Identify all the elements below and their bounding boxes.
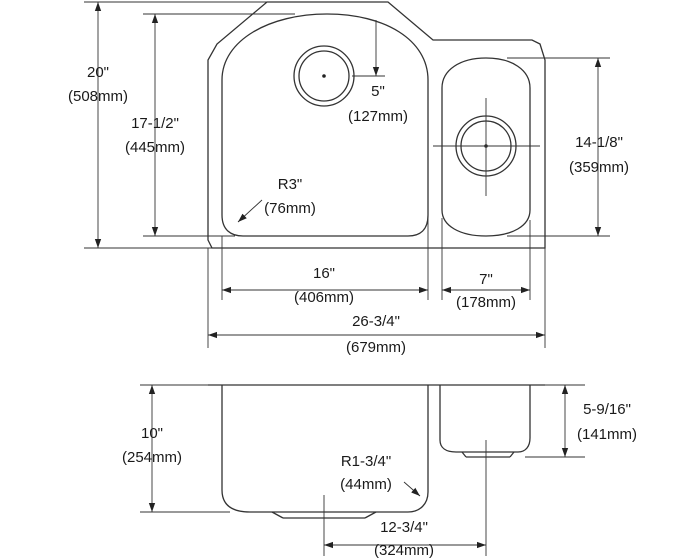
small-bowl-height-label: 5-9/16" xyxy=(583,401,631,418)
small-bowl-profile xyxy=(439,385,531,453)
small-bowl-depth-label: 14-1/8" xyxy=(575,134,623,151)
small-bowl-drain xyxy=(433,98,540,196)
bottom-radius-leader xyxy=(403,481,421,497)
big-bowl-height-label: 10" xyxy=(141,425,163,442)
small-bowl-height-label-metric: (141mm) xyxy=(577,426,637,443)
bottom-radius-label: R1-3/4" xyxy=(341,453,391,470)
drain-offset-label: 5" xyxy=(371,83,385,100)
big-bowl-width-label-metric: (406mm) xyxy=(294,289,354,306)
overall-depth-label-metric: (508mm) xyxy=(68,88,128,105)
drain-spacing-label: 12-3/4" xyxy=(380,519,428,536)
large-bowl-outline xyxy=(221,13,429,237)
corner-radius-label: R3" xyxy=(278,176,303,193)
big-bowl-depth-label: 17-1/2" xyxy=(131,115,179,132)
large-bowl-profile xyxy=(221,385,429,513)
large-bowl-drain xyxy=(293,45,355,107)
sink-flange-outline xyxy=(207,1,546,249)
side-view: 10" (254mm) 5-9/16" (141mm) R1-3/4" (44m… xyxy=(122,384,637,559)
corner-radius-leader xyxy=(237,199,263,223)
corner-radius-label-metric: (76mm) xyxy=(264,200,316,217)
big-bowl-width-label: 16" xyxy=(313,265,335,282)
overall-width-label-metric: (679mm) xyxy=(346,339,406,356)
small-bowl-width-label: 7" xyxy=(479,271,493,288)
big-bowl-depth-label-metric: (445mm) xyxy=(125,139,185,156)
top-view: 20" (508mm) 17-1/2" (445mm) 5" (127mm) R… xyxy=(68,1,629,356)
small-bowl-width-label-metric: (178mm) xyxy=(456,294,516,311)
small-bowl-outline xyxy=(441,57,531,237)
drain-offset-label-metric: (127mm) xyxy=(348,108,408,125)
overall-depth-label: 20" xyxy=(87,64,109,81)
overall-width-label: 26-3/4" xyxy=(352,313,400,330)
small-bowl-depth-label-metric: (359mm) xyxy=(569,159,629,176)
bottom-radius-label-metric: (44mm) xyxy=(340,476,392,493)
drain-spacing-label-metric: (324mm) xyxy=(374,542,434,559)
big-bowl-height-label-metric: (254mm) xyxy=(122,449,182,466)
